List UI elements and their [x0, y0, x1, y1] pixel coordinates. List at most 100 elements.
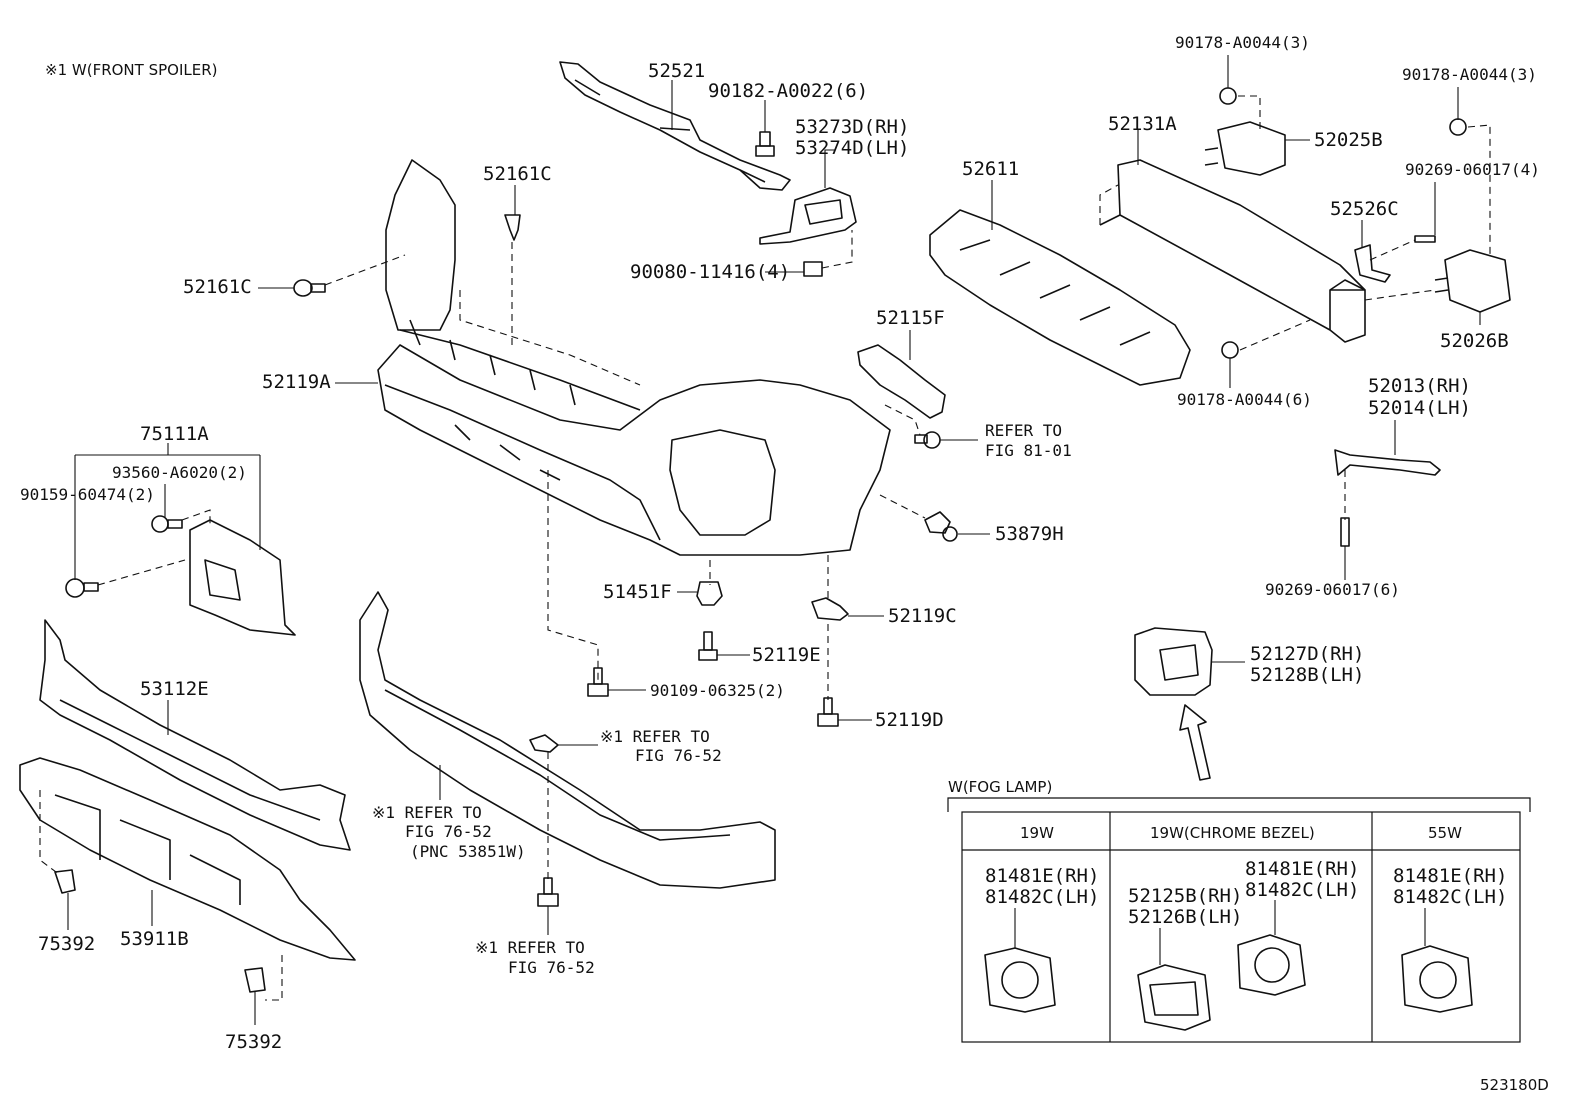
clip-refer-81-drawing: [914, 431, 941, 449]
bolt-90182-drawing: [755, 131, 775, 157]
label-75111a: 75111A: [140, 423, 209, 445]
dash-90080: [821, 230, 853, 269]
dash-93560: [181, 509, 211, 525]
label-53274d: 53274D(LH): [795, 137, 909, 159]
label-90182: 90182-A0022(6): [708, 80, 868, 102]
clip-52161c-left-drawing: [293, 279, 326, 297]
label-52026b: 52026B: [1440, 330, 1509, 352]
fog-col2-a-lh: 52126B(LH): [1128, 906, 1242, 928]
label-53911b: 53911B: [120, 928, 189, 950]
fog-col2-a-rh: 52125B(RH): [1128, 885, 1242, 907]
fog-lamp-19w-drawing: [984, 947, 1056, 1013]
refer-7652-a-line2: FIG 76-52: [635, 746, 722, 765]
dash-52119a-upper: [459, 290, 641, 386]
label-52127d: 52127D(RH): [1250, 643, 1364, 665]
label-52115f: 52115F: [876, 307, 945, 329]
dash-52026b: [1364, 289, 1436, 301]
header-note: ※1 W(FRONT SPOILER): [45, 61, 217, 79]
label-90080: 90080-11416(4): [630, 261, 790, 283]
clip-75392-a-drawing: [54, 869, 76, 894]
dash-52131a-left: [1099, 184, 1119, 225]
dash-75392-a: [39, 790, 61, 876]
dash-90159: [97, 559, 186, 586]
refer-7652-c-line2: FIG 76-52: [508, 958, 595, 977]
fog-col-55w: 55W: [1428, 824, 1462, 842]
clip-52119c-drawing: [811, 597, 849, 621]
label-90178-top: 90178-A0044(3): [1175, 33, 1310, 52]
part-52521-drawing: [559, 61, 791, 191]
label-53273d: 53273D(RH): [795, 116, 909, 138]
bolt-90080-drawing: [803, 261, 823, 277]
clip-51451f-drawing: [696, 581, 723, 606]
label-52014: 52014(LH): [1368, 397, 1471, 419]
bolt-90109-drawing: [587, 667, 609, 697]
label-90109: 90109-06325(2): [650, 681, 785, 700]
label-52013: 52013(RH): [1368, 375, 1471, 397]
part-52131a-drawing: [1099, 159, 1366, 343]
fog-col2-b-rh: 81481E(RH): [1245, 858, 1359, 880]
label-52119e: 52119E: [752, 644, 821, 666]
fog-col-19w-chrome: 19W(CHROME BEZEL): [1150, 824, 1315, 842]
label-90269-6: 90269-06017(6): [1265, 580, 1400, 599]
fog-col-19w: 19W: [1020, 824, 1054, 842]
label-90178-bottom: 90178-A0044(6): [1177, 390, 1312, 409]
dash-75392-b: [265, 955, 283, 1001]
part-53112e-drawing: [39, 619, 351, 851]
bezel-chrome-drawing: [1137, 964, 1211, 1031]
fog-col2-b-lh: 81482C(LH): [1245, 879, 1359, 901]
label-52526c: 52526C: [1330, 198, 1399, 220]
part-53273d-drawing: [759, 187, 857, 245]
dash-53879h: [879, 494, 926, 519]
fog-table-bracket: [947, 797, 1531, 812]
part-52115f-drawing: [857, 344, 946, 419]
label-52521: 52521: [648, 60, 705, 82]
part-75111a-drawing: [189, 519, 296, 636]
fog-col1-part-rh: 81481E(RH): [985, 865, 1099, 887]
label-75392-b: 75392: [225, 1031, 282, 1053]
label-52131a: 52131A: [1108, 113, 1177, 135]
label-52119c: 52119C: [888, 605, 957, 627]
label-52025b: 52025B: [1314, 129, 1383, 151]
label-53112e: 53112E: [140, 678, 209, 700]
label-52611: 52611: [962, 158, 1019, 180]
label-52119d: 52119D: [875, 709, 944, 731]
part-53911b-drawing: [19, 757, 356, 961]
bolt-refer-7652-c-drawing: [537, 877, 559, 907]
fog-lamp-55w-drawing: [1401, 945, 1473, 1013]
label-51451f: 51451F: [603, 581, 672, 603]
bolt-52119d-drawing: [817, 697, 839, 727]
arrow-fog-to-cover: [1179, 704, 1211, 781]
label-75392-a: 75392: [38, 933, 95, 955]
nut-90178-right-drawing: [1449, 118, 1467, 136]
clip-53879h-drawing: [924, 511, 958, 542]
refer-7652-b-line1: ※1 REFER TO: [372, 803, 482, 822]
clip-75392-b-drawing: [244, 967, 266, 993]
nut-93560-drawing: [151, 515, 183, 533]
figure-code: 523180D: [1480, 1076, 1549, 1094]
label-90159: 90159-60474(2): [20, 485, 155, 504]
refer-81-line1: REFER TO: [985, 421, 1062, 440]
label-52119a: 52119A: [262, 371, 331, 393]
part-52119a-bumper-drawing: [377, 159, 891, 556]
clip-refer-7652-a-drawing: [529, 734, 559, 753]
fog-table-frame: [961, 811, 1521, 1043]
fog-col3-part-lh: 81482C(LH): [1393, 886, 1507, 908]
nut-90178-top-drawing: [1219, 87, 1237, 105]
fog-col3-part-rh: 81481E(RH): [1393, 865, 1507, 887]
refer-7652-b-line3: (PNC 53851W): [410, 842, 526, 861]
bolt-90159-drawing: [65, 578, 99, 598]
dash-51451f: [547, 470, 599, 680]
leader-53273d: [824, 149, 835, 188]
dash-52526c: [1369, 239, 1416, 261]
part-52013-drawing: [1334, 449, 1441, 476]
bolt-52119e-drawing: [698, 631, 718, 661]
fog-table-title: W(FOG LAMP): [948, 778, 1052, 796]
label-52128b: 52128B(LH): [1250, 664, 1364, 686]
label-53879h: 53879H: [995, 523, 1064, 545]
bolt-90269-4-drawing: [1414, 235, 1436, 243]
part-52127d-drawing: [1134, 627, 1213, 696]
label-52161c-left: 52161C: [183, 276, 252, 298]
dash-90178-right: [1467, 124, 1491, 255]
dash-52161c-left: [324, 254, 406, 286]
label-52161c-top: 52161C: [483, 163, 552, 185]
